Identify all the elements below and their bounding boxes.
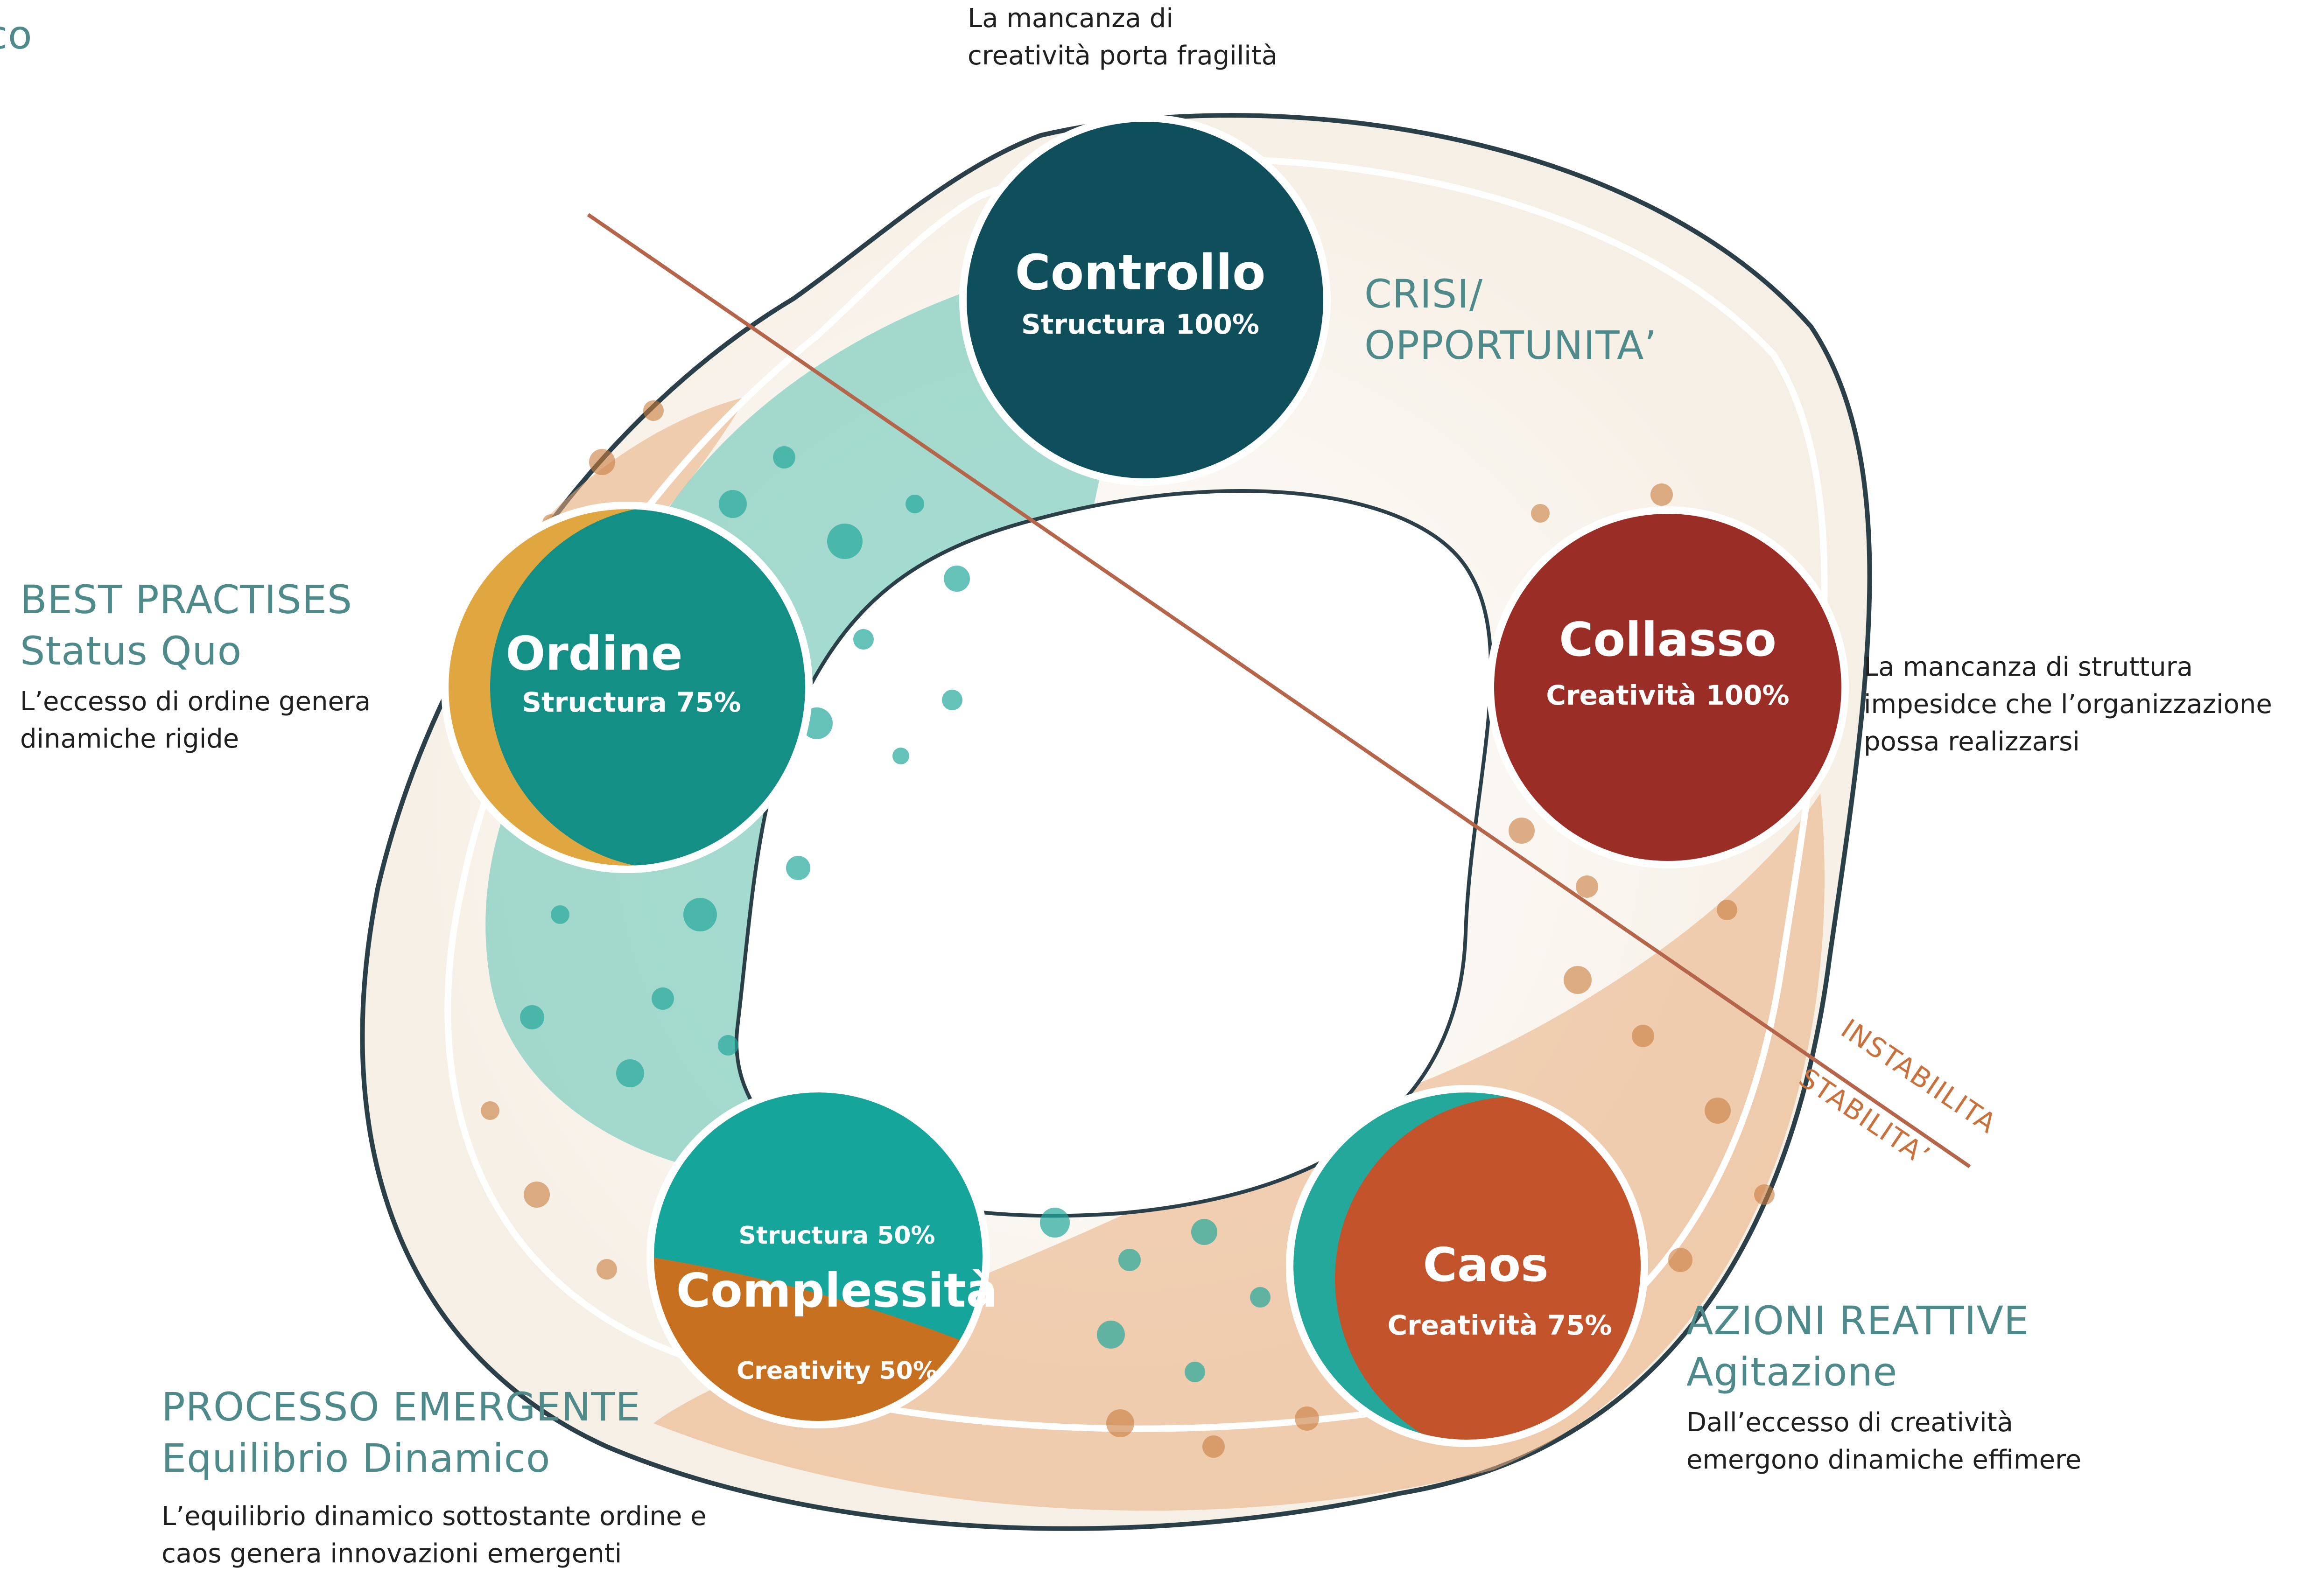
node-controllo-circle: [959, 114, 1331, 486]
processo-emergente-subheading: Equilibrio Dinamico: [161, 1435, 551, 1481]
teal-splatter: [520, 446, 1271, 1382]
best-practises-block: BEST PRACTISES Status Quo L’eccesso di o…: [20, 574, 371, 758]
collasso-note-line-2: impesidce che l’organizzazione: [1864, 689, 2272, 720]
azioni-reattive-subheading: Agitazione: [1686, 1349, 1898, 1395]
azioni-reattive-line-1: Dall’eccesso di creatività: [1686, 1407, 2013, 1438]
collasso-note: La mancanza di struttura impesidce che l…: [1864, 649, 2272, 761]
top-note: La mancanza di creatività porta fragilit…: [968, 0, 1278, 75]
node-complessita-circle: [646, 1085, 990, 1428]
node-collasso-sub: Creatività 100%: [1546, 679, 1789, 711]
processo-emergente-block: PROCESSO EMERGENTE Equilibrio Dinamico L…: [161, 1381, 707, 1573]
azioni-reattive-heading: AZIONI REATTIVE: [1686, 1298, 2029, 1343]
node-collasso-circle: [1487, 506, 1849, 868]
node-ordine: [441, 502, 813, 873]
node-controllo: [959, 114, 1331, 486]
node-ordine-title: Ordine: [506, 626, 682, 681]
collasso-note-line-1: La mancanza di struttura: [1864, 652, 2193, 682]
corner-fragment: co: [0, 12, 33, 58]
best-practises-subheading: Status Quo: [20, 628, 242, 674]
best-practises-line-2: dinamiche rigide: [20, 724, 239, 754]
best-practises-heading: BEST PRACTISES: [20, 577, 353, 623]
crisis-label: CRISI/ OPPORTUNITA’: [1364, 268, 1657, 371]
top-note-line-2: creatività porta fragilità: [968, 41, 1278, 71]
processo-emergente-line-1: L’equilibrio dinamico sottostante ordine…: [161, 1501, 707, 1532]
crisis-line-1: CRISI/: [1364, 271, 1483, 317]
node-controllo-sub: Structura 100%: [1021, 308, 1259, 340]
node-complessita-sub-bottom: Creativity 50%: [737, 1357, 937, 1385]
node-ordine-sub: Structura 75%: [522, 686, 741, 718]
node-controllo-title: Controllo: [1015, 244, 1265, 301]
node-complessita-sub-top: Structura 50%: [739, 1222, 935, 1250]
azioni-reattive-block: AZIONI REATTIVE Agitazione Dall’eccesso …: [1686, 1295, 2081, 1479]
top-note-line-1: La mancanza di: [968, 3, 1173, 34]
crisis-line-2: OPPORTUNITA’: [1364, 322, 1657, 368]
processo-emergente-heading: PROCESSO EMERGENTE: [161, 1384, 641, 1430]
node-collasso: [1487, 506, 1849, 868]
node-complessita-title: Complessità: [676, 1263, 998, 1318]
node-caos: [1286, 1085, 1648, 1447]
stability-divider-line: [587, 213, 1971, 1168]
node-caos-title: Caos: [1423, 1238, 1548, 1292]
node-caos-sub: Creatività 75%: [1388, 1309, 1612, 1341]
collasso-note-line-3: possa realizzarsi: [1864, 727, 2080, 757]
node-collasso-title: Collasso: [1559, 612, 1776, 667]
node-ordine-circle: [441, 502, 813, 873]
best-practises-line-1: L’eccesso di ordine genera: [20, 686, 371, 717]
processo-emergente-line-2: caos genera innovazioni emergenti: [161, 1539, 622, 1569]
node-caos-circle: [1286, 1085, 1648, 1447]
azioni-reattive-line-2: emergono dinamiche effimere: [1686, 1445, 2082, 1475]
